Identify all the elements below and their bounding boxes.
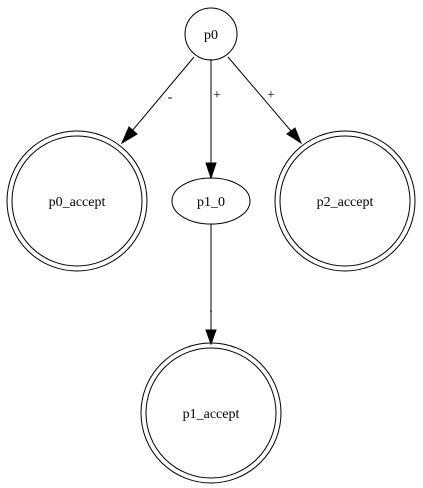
node-p0-accept: p0_accept: [6, 130, 148, 272]
node-label: p0_accept: [49, 195, 106, 210]
node-label: p1_0: [197, 195, 225, 210]
node-outer-circle: [140, 342, 282, 484]
edge-label-plus: +: [213, 88, 221, 103]
node-outer-circle: [274, 130, 416, 272]
node-circle: [184, 7, 238, 61]
arrowhead: [205, 162, 217, 180]
edge-label-minus: -: [168, 90, 173, 105]
edge-label-plus: +: [267, 88, 275, 103]
node-label: p1_accept: [183, 407, 240, 422]
node-ellipse: [171, 177, 251, 225]
node-p2-accept: p2_accept: [274, 130, 416, 272]
node-inner-circle: [145, 347, 277, 479]
edge-p0-to-p0-accept: -: [120, 56, 195, 145]
edge-label-dot: .: [209, 301, 213, 316]
node-label: p2_accept: [317, 195, 374, 210]
node-label: p0: [204, 28, 218, 43]
edge-p1-0-to-p1-accept: .: [205, 224, 217, 346]
arrowhead: [205, 329, 217, 346]
node-p0: p0: [184, 7, 238, 61]
arrowhead: [120, 126, 138, 145]
node-outer-circle: [6, 130, 148, 272]
node-p1-0: p1_0: [171, 177, 251, 225]
node-p1-accept: p1_accept: [140, 342, 282, 484]
node-inner-circle: [279, 135, 411, 267]
edge-line: [227, 56, 292, 132]
arrowhead: [286, 127, 303, 145]
edge-p0-to-p2-accept: +: [227, 56, 303, 145]
edge-p0-to-p1-0: +: [205, 59, 221, 180]
node-inner-circle: [11, 135, 143, 267]
edge-line: [131, 56, 195, 132]
